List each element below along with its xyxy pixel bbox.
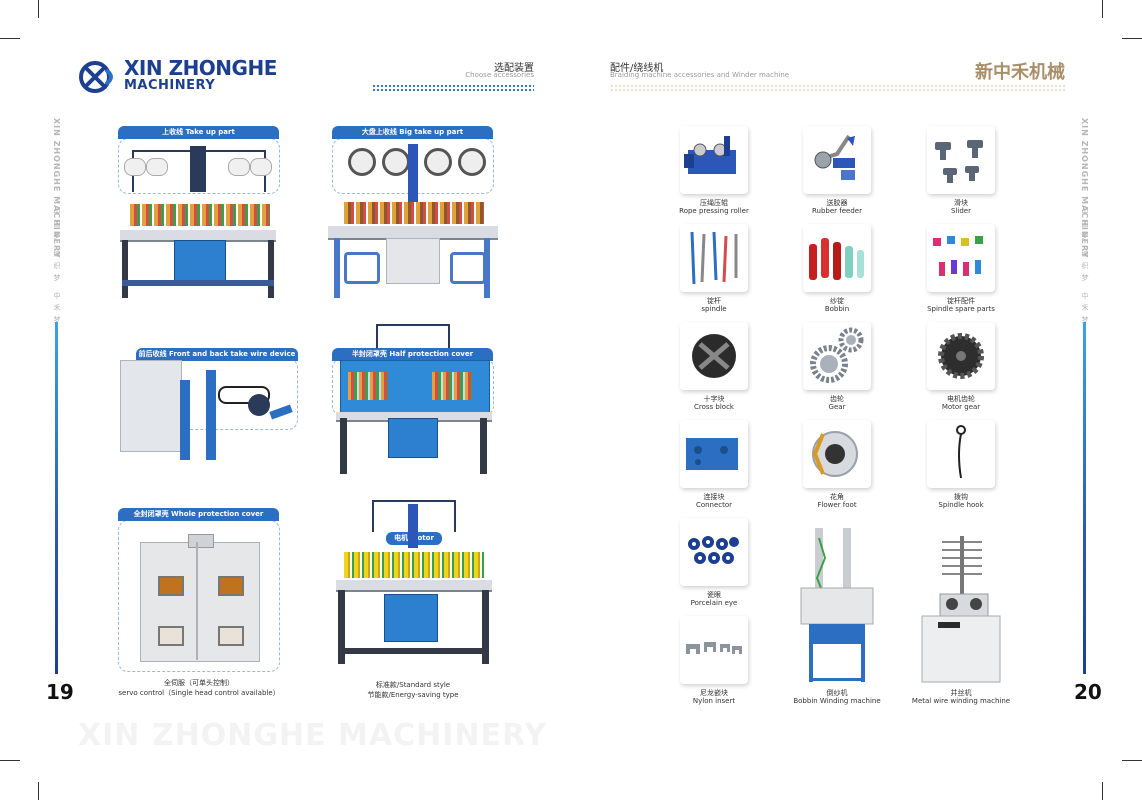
side-accent-bar	[1083, 322, 1086, 674]
caption-standard-style: 标准款/Standard style	[375, 681, 451, 689]
spindle-parts-icon	[927, 224, 995, 292]
product-label-en: Spindle hook	[938, 501, 984, 509]
product-label-en: Nylon insert	[692, 697, 736, 705]
cross-block-icon	[680, 322, 748, 390]
side-slogan: 中国梦 编织梦 中禾梦	[53, 208, 61, 324]
caption-servo-zh: 全伺服（可单头控制）	[164, 679, 234, 687]
caption-energy-saving: 节能款/Energy-saving type	[367, 691, 459, 699]
product-label-zh: 瓷眼	[707, 591, 721, 599]
side-slogan: 中国梦 编织梦 中禾梦	[1081, 208, 1089, 324]
company-logo-icon	[78, 60, 118, 94]
product-label-en: Flower foot	[817, 501, 857, 509]
company-name-line2: MACHINERY	[124, 78, 216, 93]
product-label-zh: 并丝机	[950, 689, 972, 697]
section-title-winder: 配件/绕线机	[610, 63, 664, 74]
product-label-en: Slider	[951, 207, 971, 215]
machine-big-take-up-image	[326, 140, 498, 300]
product-label-en: Motor gear	[941, 403, 981, 411]
product-label-en: Connector	[695, 501, 733, 509]
crop-mark	[0, 760, 20, 761]
product-label-zh: 连接块	[703, 493, 725, 501]
side-vertical-brand: XIN ZHONGHE MACHINERY	[1080, 118, 1089, 259]
product-label-zh: 送胶器	[826, 199, 848, 207]
dotted-divider	[372, 84, 534, 92]
machine-standard-image	[332, 500, 494, 668]
product-label-en: Cross block	[694, 403, 734, 411]
page-number-right: 20	[1074, 680, 1102, 704]
tag-big-take-up: 大盘上收线 Big take up part	[332, 126, 493, 139]
tag-front-back: 前后收线 Front and back take wire device	[136, 348, 298, 361]
spindle-icon	[680, 224, 748, 292]
crop-mark	[0, 38, 20, 39]
page-number-left: 19	[46, 680, 74, 704]
product-label-zh: 齿轮	[830, 395, 844, 403]
flower-foot-icon	[803, 420, 871, 488]
product-label-zh: 倒纱机	[826, 689, 848, 697]
product-label-en: Metal wire winding machine	[911, 697, 1011, 705]
nylon-insert-icon	[680, 616, 748, 684]
product-label-zh: 锭杆	[707, 297, 721, 305]
bobbin-icon	[803, 224, 871, 292]
side-vertical-brand: XIN ZHONGHE MACHINERY	[52, 118, 61, 259]
section-subtitle-accessories: Choose accessories	[465, 71, 534, 79]
machine-whole-cover-image	[140, 534, 260, 664]
machine-half-cover-image	[332, 322, 494, 482]
crop-mark	[1102, 0, 1103, 18]
product-label-en: Bobbin	[824, 305, 850, 313]
connector-icon	[680, 420, 748, 488]
spindle-hook-icon	[927, 420, 995, 488]
machine-take-up-image	[118, 140, 280, 300]
product-label-en: Rope pressing roller	[679, 207, 749, 215]
tag-half-cover: 半封闭罩壳 Half protection cover	[332, 348, 493, 361]
product-label-en: Rubber feeder	[812, 207, 862, 215]
section-title-accessories: 选配装置	[494, 63, 534, 74]
dotted-divider	[610, 84, 1065, 92]
product-label-zh: 十字块	[703, 395, 725, 403]
porcelain-eye-icon	[680, 518, 748, 586]
product-label-zh: 拨钩	[954, 493, 968, 501]
wire-winder-icon	[920, 536, 1004, 684]
tag-take-up: 上收线 Take up part	[118, 126, 279, 139]
crop-mark	[38, 0, 39, 18]
crop-mark	[1102, 782, 1103, 800]
product-label-en: Bobbin Winding machine	[793, 697, 881, 705]
rope-roller-icon	[680, 126, 748, 194]
brand-name-zh: 新中禾机械	[975, 62, 1065, 83]
product-label-zh: 花角	[830, 493, 844, 501]
company-name: XIN ZHONGHE MACHINERY	[124, 58, 277, 92]
winding-machine-icon	[795, 528, 879, 684]
product-label-zh: 锭杆配件	[947, 297, 975, 305]
product-label-en: Gear	[828, 403, 846, 411]
crop-mark	[38, 782, 39, 800]
product-label-en: spindle	[701, 305, 727, 313]
caption-servo-en: servo control（Single head control availa…	[118, 689, 280, 697]
gear-icon	[803, 322, 871, 390]
product-label-zh: 尼龙嵌块	[700, 689, 728, 697]
motor-gear-icon	[927, 322, 995, 390]
crop-mark	[1122, 38, 1142, 39]
product-label-zh: 滑块	[954, 199, 968, 207]
section-subtitle-winder: Braiding machine accessories and Winder …	[610, 71, 790, 79]
product-label-en: Porcelain eye	[690, 599, 738, 607]
side-accent-bar	[55, 322, 58, 674]
machine-front-back-image	[120, 360, 300, 460]
tag-whole-cover: 全封闭罩壳 Whole protection cover	[118, 508, 279, 521]
watermark-brand: XIN ZHONGHE MACHINERY	[78, 718, 548, 753]
slider-icon	[927, 126, 995, 194]
product-label-zh: 压绳压辊	[700, 199, 728, 207]
product-label-en: Spindle spare parts	[927, 305, 995, 313]
rubber-feeder-icon	[803, 126, 871, 194]
product-label-zh: 纱锭	[830, 297, 844, 305]
product-label-zh: 电机齿轮	[947, 395, 975, 403]
company-name-line1: XIN ZHONGHE	[124, 56, 277, 80]
crop-mark	[1122, 760, 1142, 761]
